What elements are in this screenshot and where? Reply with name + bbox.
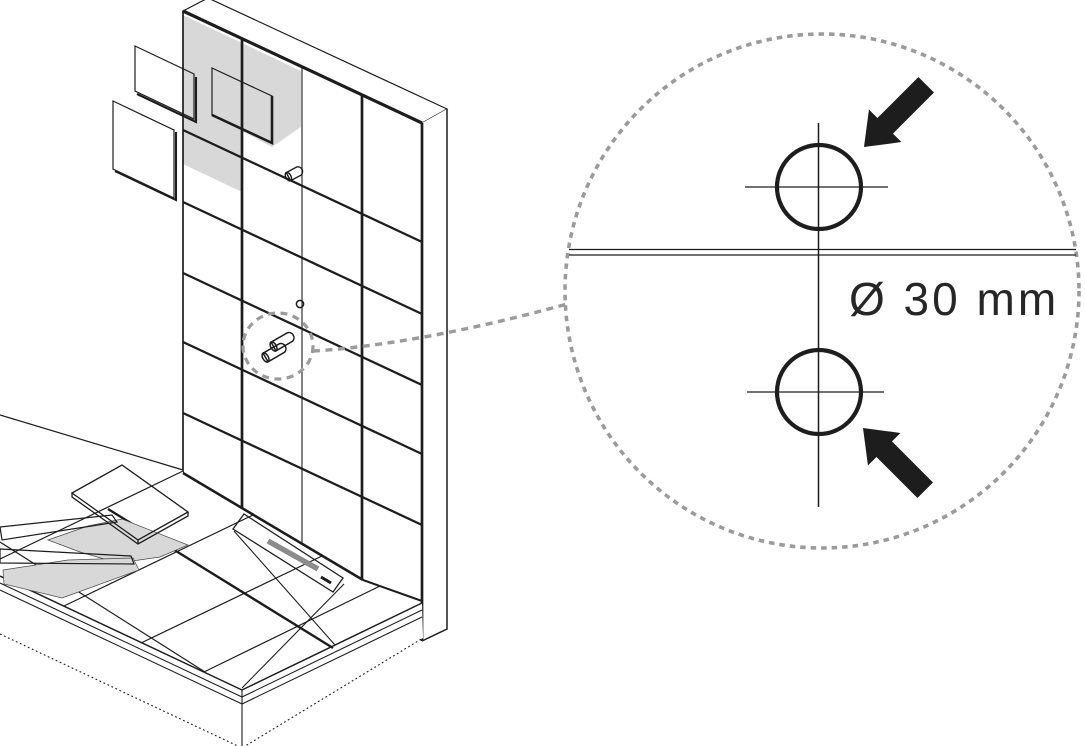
floor-drain-channel	[232, 513, 344, 593]
floating-wall-tile-lower	[112, 100, 178, 202]
pipe-stub-icon	[284, 166, 304, 182]
tiled-floor	[0, 414, 424, 746]
edge-on-tile-2	[0, 548, 135, 565]
floor-slope-diagonals	[233, 530, 345, 689]
wall-side-band	[422, 109, 447, 641]
wall-screw-hole	[295, 299, 305, 309]
wall-side-band-edges	[421, 109, 448, 642]
floating-wall-tile-upper	[134, 45, 198, 124]
edge-on-tile-1	[0, 514, 119, 541]
mortar-patch-2	[2, 557, 140, 599]
floating-floor-tile	[70, 464, 190, 545]
wall-tile-grid	[182, 9, 424, 641]
callout-leader-line	[312, 302, 568, 353]
tiled-wall	[112, 0, 449, 660]
callout-circle-small	[241, 311, 315, 381]
arrow-top-icon	[864, 76, 935, 147]
diameter-label: Ø 30 mm	[849, 273, 1059, 325]
tile-joint-lines	[569, 248, 1076, 256]
placed-wall-tile	[211, 67, 274, 146]
floor-surface	[0, 415, 422, 690]
isometric-shower-scene	[0, 0, 568, 746]
drain-grate-icon	[266, 538, 320, 572]
mixer-pipes-icon	[261, 331, 295, 363]
arrow-bottom-icon	[863, 428, 934, 499]
detail-view: Ø 30 mm	[563, 32, 1081, 550]
detail-circle-outline	[563, 32, 1081, 550]
